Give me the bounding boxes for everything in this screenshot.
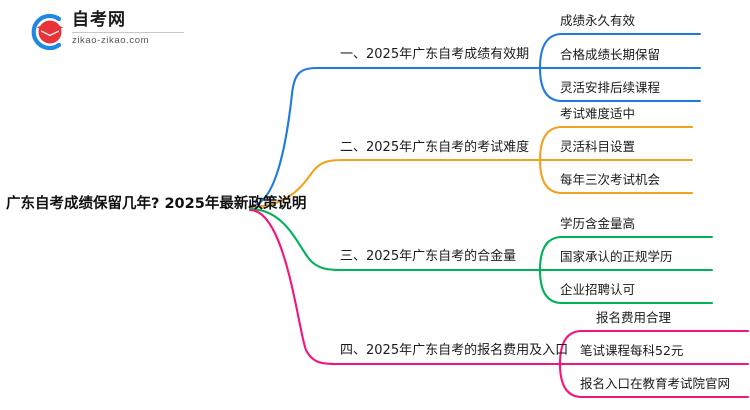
- logo-text-block: 自考网 zikao-zikao.com: [72, 10, 188, 48]
- root-topic-label: 广东自考成绩保留几年? 2025年最新政策说明: [6, 196, 307, 212]
- branch-4-trunk: [248, 208, 562, 366]
- logo-divider: [72, 32, 184, 33]
- leaf-label-3-1: 学历含金量高: [560, 216, 636, 231]
- leaf-label-3-2: 国家承认的正规学历: [560, 249, 673, 264]
- branch-4-wires: [248, 208, 750, 399]
- graduation-cap-logo-icon: [31, 13, 63, 51]
- leaf-label-1-3: 灵活安排后续课程: [560, 80, 661, 95]
- leaf-label-2-2: 灵活科目设置: [560, 139, 636, 154]
- leaf-label-1-2: 合格成绩长期保留: [560, 47, 661, 62]
- leaf-label-2-3: 每年三次考试机会: [560, 172, 661, 187]
- site-logo[interactable]: 自考网 zikao-zikao.com: [28, 8, 188, 54]
- logo-site-name: 自考网: [72, 10, 126, 30]
- branch-1-trunk: [248, 66, 542, 208]
- branch-label-3: 三、2025年广东自考的合金量: [340, 249, 517, 264]
- leaf-label-2-1: 考试难度适中: [560, 106, 636, 121]
- leaf-label-3-3: 企业招聘认可: [560, 282, 636, 297]
- branch-label-4: 四、2025年广东自考的报名费用及入口: [340, 343, 569, 358]
- leaf-label-4-1: 报名费用合理: [596, 310, 672, 325]
- leaf-label-4-2: 笔试课程每科52元: [580, 343, 684, 358]
- branch-label-1: 一、2025年广东自考成绩有效期: [340, 47, 530, 62]
- leaf-label-4-3: 报名入口在教育考试院官网: [580, 376, 731, 391]
- leaf-label-1-1: 成绩永久有效: [560, 13, 636, 28]
- branch-label-2: 二、2025年广东自考的考试难度: [340, 140, 530, 155]
- logo-site-url: zikao-zikao.com: [72, 35, 150, 46]
